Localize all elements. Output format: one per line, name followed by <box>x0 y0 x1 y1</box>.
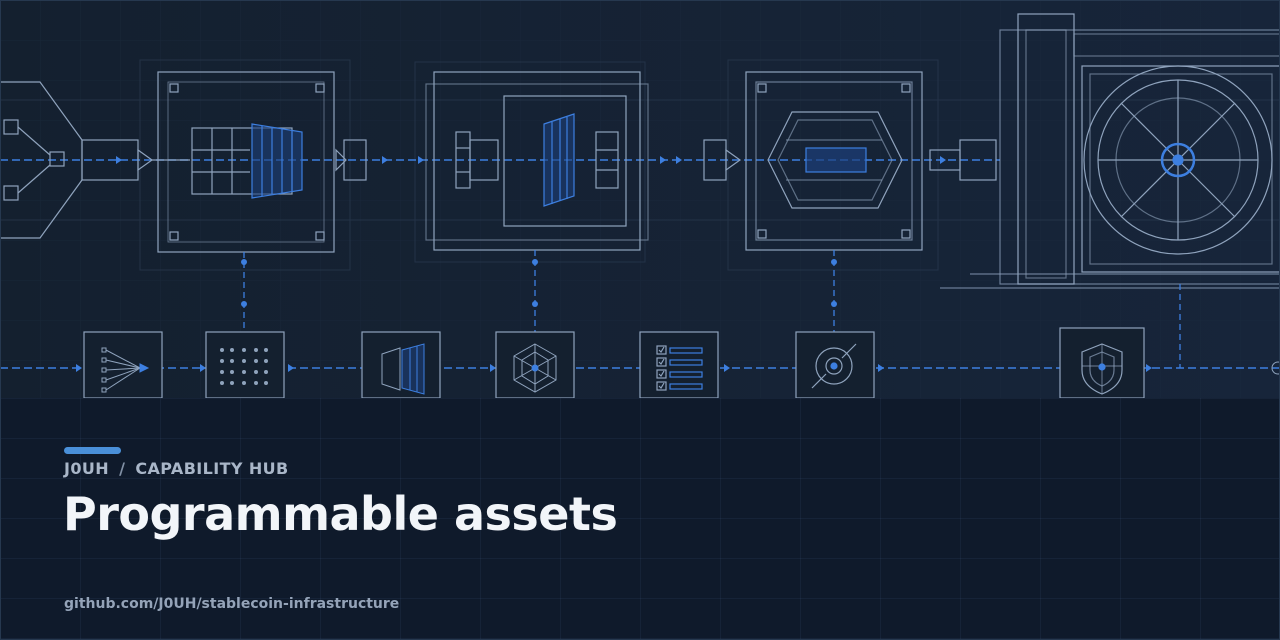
module-box-1 <box>83 331 163 398</box>
breadcrumb-org: J0UH <box>64 459 110 478</box>
hexagon-cube-icon <box>513 343 557 393</box>
accent-bar <box>64 447 121 454</box>
breadcrumb: J0UH / CAPABILITY HUB <box>64 459 289 478</box>
machine-box-2 <box>425 71 649 251</box>
blueprint-illustration <box>0 0 1280 398</box>
conveyor-funnel-icon <box>0 81 190 239</box>
vault-wheel-icon <box>940 13 1280 289</box>
breadcrumb-separator: / <box>119 459 126 478</box>
module-box-2 <box>205 331 285 398</box>
page-title: Programmable assets <box>63 487 618 541</box>
grid-dots-icon <box>220 348 268 385</box>
repo-url: github.com/J0UH/stablecoin-infrastructur… <box>64 596 400 612</box>
target-icon <box>811 343 857 389</box>
shield-icon <box>1081 343 1123 395</box>
content-panel <box>0 398 1280 640</box>
module-box-3 <box>361 331 441 398</box>
breadcrumb-section: CAPABILITY HUB <box>135 459 289 478</box>
stacked-panels-icon <box>381 343 425 395</box>
machine-box-1 <box>157 71 367 253</box>
checklist-icon <box>656 345 703 391</box>
funnel-tree-icon <box>101 347 150 393</box>
machine-box-3 <box>745 71 997 251</box>
